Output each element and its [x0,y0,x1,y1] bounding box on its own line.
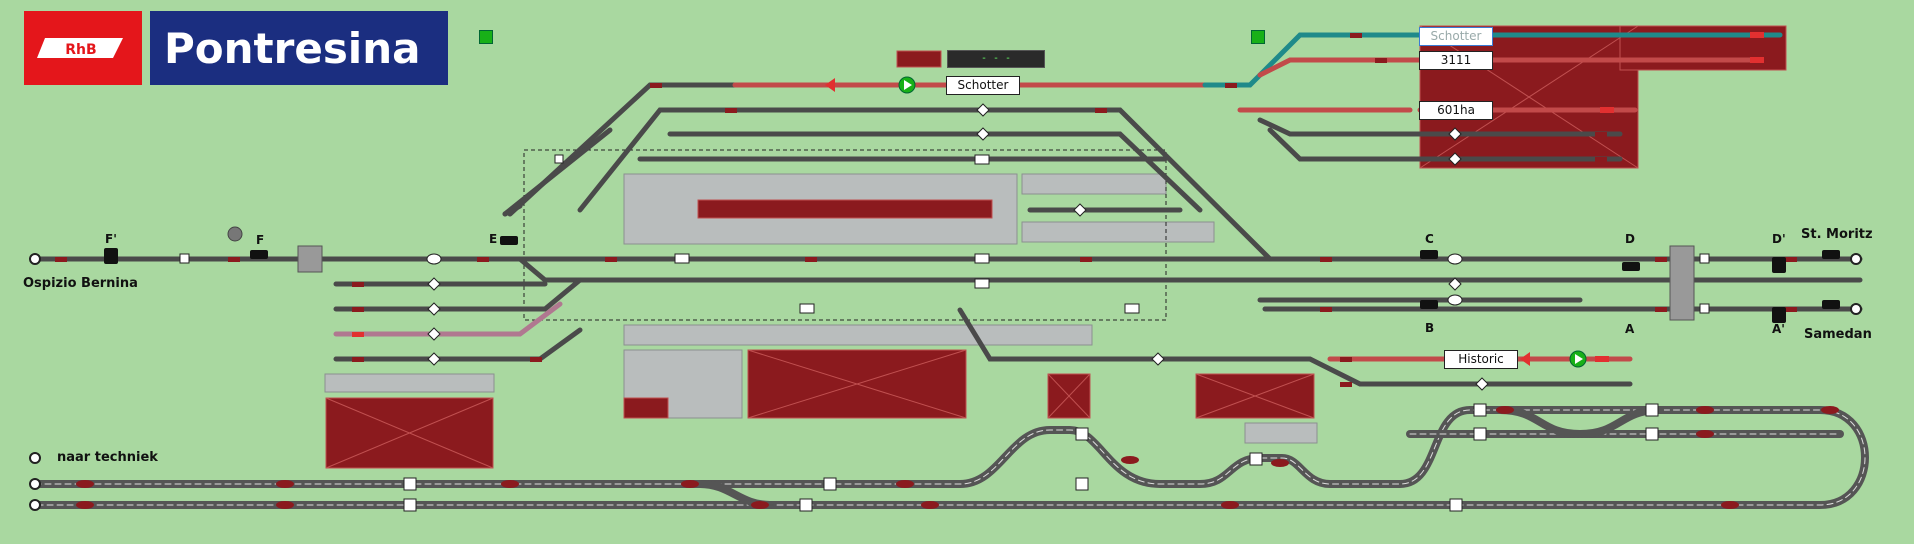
rhb-logo: RhB [24,11,142,85]
train-label-3111[interactable]: 3111 [1419,51,1493,70]
station-title: Pontresina [150,11,448,85]
signal-label-a-prime[interactable]: A' [1772,322,1785,336]
platform-east-2 [1021,221,1215,243]
direction-label-st-moritz: St. Moritz [1801,227,1873,242]
signal-label-c[interactable]: C [1425,232,1434,246]
train-label-schotter-top[interactable]: Schotter [1419,27,1493,46]
direction-label-depot: naar techniek [57,450,158,465]
train-number-display: - - - [947,50,1045,68]
station-banner: RhB Pontresina [24,11,448,85]
train-label-historic[interactable]: Historic [1444,350,1518,369]
direction-label-ospizio: Ospizio Bernina [23,276,138,291]
status-indicator-right[interactable] [1251,30,1265,44]
platform-depot [1244,422,1318,444]
rhb-logo-icon: RhB [37,38,123,58]
shed-small [896,50,942,68]
signal-label-a[interactable]: A [1625,322,1635,336]
logo-text: RhB [65,42,96,58]
direction-label-samedan: Samedan [1804,327,1872,342]
signal-label-f[interactable]: F [256,233,265,247]
signal-label-d-prime[interactable]: D' [1772,232,1786,246]
platform-south-2 [623,349,743,419]
platform-east-1 [1021,173,1167,195]
station-building [697,199,993,219]
platform-south [623,324,1093,346]
signal-label-d[interactable]: D [1625,232,1635,246]
signal-label-e[interactable]: E [489,232,498,246]
status-indicator-left[interactable] [479,30,493,44]
train-label-601ha[interactable]: 601ha [1419,101,1493,120]
signal-label-f-prime[interactable]: F' [105,232,117,246]
platform-west [324,373,495,393]
kiosk [623,397,669,419]
train-label-schotter-mid[interactable]: Schotter [946,76,1020,95]
signal-label-b[interactable]: B [1425,321,1435,335]
